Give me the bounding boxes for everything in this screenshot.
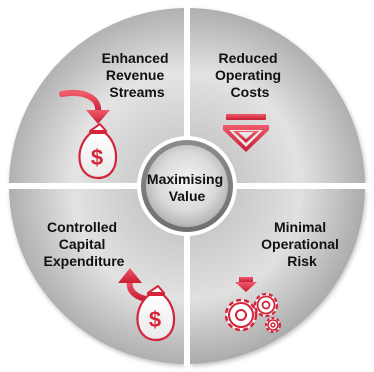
center-label-line2: Value — [169, 188, 206, 204]
money-bag-arrow-up-icon: $ — [118, 268, 176, 342]
center-label-line1: Maximising — [147, 171, 223, 187]
svg-text:$: $ — [149, 307, 161, 332]
quadrant-label-bottom-left: Controlled Capital Expenditure — [44, 219, 125, 269]
center-hub: Maximising Value — [137, 136, 237, 236]
money-bag-arrow-down-icon: $ — [59, 90, 118, 180]
down-chevron-arrow-icon — [223, 114, 269, 152]
quadrant-label-top-right: Reduced Operating Costs — [215, 50, 285, 100]
svg-text:Maximising Value: Maximising Value — [147, 171, 227, 204]
gears-arrow-down-icon — [224, 277, 281, 333]
quadrant-label-top-left: Enhanced Revenue Streams — [102, 50, 173, 100]
quadrant-label-bottom-right: Minimal Operational Risk — [261, 219, 343, 269]
svg-text:$: $ — [91, 145, 103, 170]
quadrant-top-left — [9, 8, 184, 183]
